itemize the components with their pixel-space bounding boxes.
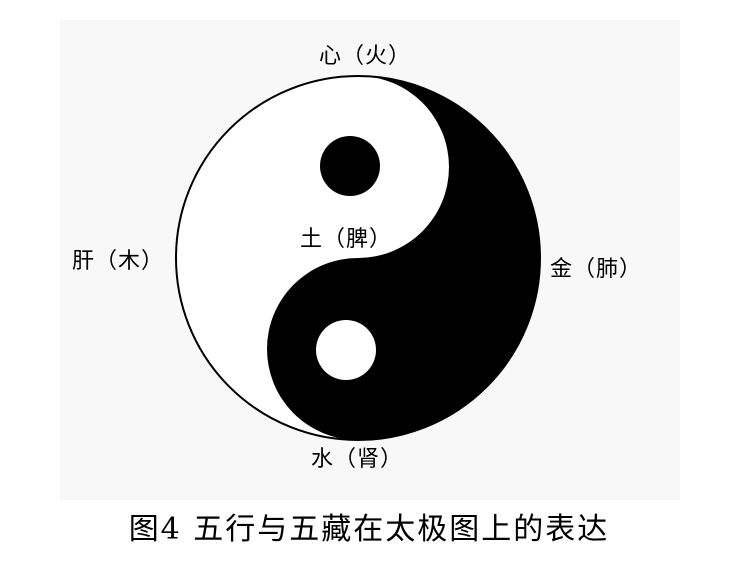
label-earth-spleen: 土（脾） xyxy=(299,227,393,252)
taiji-yang-eye xyxy=(316,320,376,380)
label-metal-lung: 金（肺） xyxy=(549,257,643,282)
label-liver-wood: 肝（木） xyxy=(71,249,165,274)
label-water-kidney: 水（肾） xyxy=(310,447,404,472)
figure-caption: 图4 五行与五藏在太极图上的表达 xyxy=(128,512,610,547)
label-heart-fire: 心（火） xyxy=(318,44,412,69)
taiji-yin-eye xyxy=(320,136,380,196)
